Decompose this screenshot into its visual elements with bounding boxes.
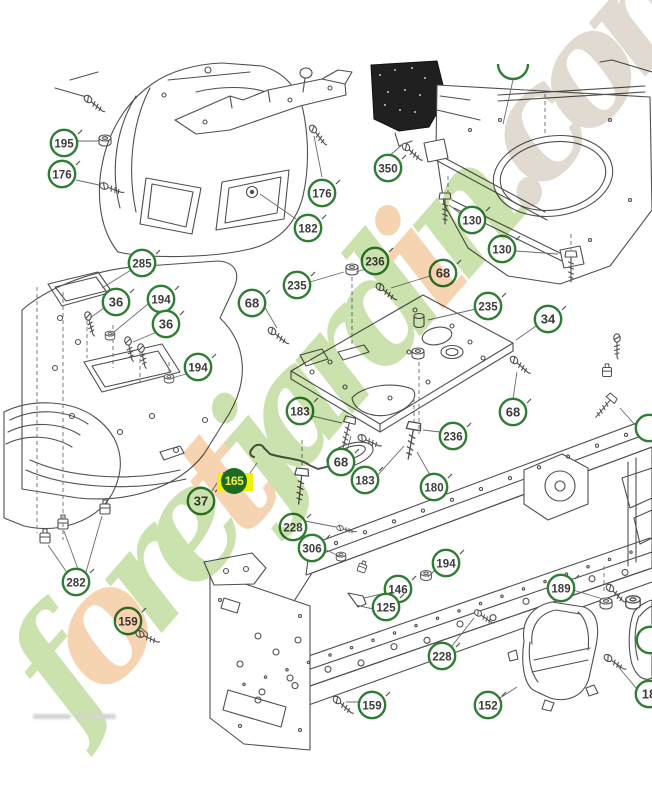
part-callout-68: 68 <box>237 288 271 318</box>
svg-text:68: 68 <box>245 295 259 310</box>
part-callout-306: 306 <box>297 533 331 563</box>
mounting-plate <box>290 294 514 469</box>
part-callout-partial-top <box>496 63 530 81</box>
svg-text:183: 183 <box>290 406 309 418</box>
fender-deck <box>3 260 243 529</box>
svg-text:194: 194 <box>436 558 456 570</box>
highlighted-callout-label: 165 <box>224 474 244 488</box>
part-callout-183: 183 <box>350 465 384 495</box>
svg-text:152: 152 <box>478 700 497 712</box>
part-callout-68: 68 <box>326 447 360 477</box>
part-callout-152: 152 <box>473 690 507 720</box>
svg-text:228: 228 <box>283 522 303 534</box>
part-callout-176: 176 <box>47 159 81 189</box>
svg-text:195: 195 <box>54 138 74 150</box>
svg-text:194: 194 <box>151 294 171 306</box>
svg-text:130: 130 <box>462 215 481 227</box>
svg-text:159: 159 <box>118 616 137 628</box>
part-callout-282: 282 <box>61 567 95 597</box>
part-callout-176: 176 <box>307 178 341 208</box>
grille-panel <box>370 60 447 147</box>
part-callout-159: 159 <box>357 690 391 720</box>
svg-text:176: 176 <box>312 188 331 200</box>
frame-holes <box>242 432 633 696</box>
part-callout-235: 235 <box>282 270 316 300</box>
svg-text:36: 36 <box>109 294 123 309</box>
svg-text:18: 18 <box>642 686 652 701</box>
highlighted-callout-165: 165 <box>221 468 247 494</box>
dash-support-bracket <box>174 67 353 135</box>
svg-text:235: 235 <box>478 301 498 313</box>
part-callout-36: 36 <box>151 309 185 339</box>
svg-text:37: 37 <box>194 493 208 508</box>
svg-text:228: 228 <box>432 651 452 663</box>
svg-text:235: 235 <box>287 280 307 292</box>
part-callout-159: 159 <box>113 606 147 636</box>
svg-text:68: 68 <box>334 454 348 469</box>
part-callout-194: 194 <box>183 352 217 382</box>
svg-text:350: 350 <box>378 163 397 175</box>
svg-text:68: 68 <box>506 404 520 419</box>
part-callout-68: 68 <box>428 258 462 288</box>
svg-text:146: 146 <box>388 584 407 596</box>
svg-text:34: 34 <box>541 311 556 326</box>
part-callout-36: 36 <box>101 287 135 317</box>
svg-text:68: 68 <box>436 265 450 280</box>
svg-text:125: 125 <box>376 602 396 614</box>
part-callout-189: 189 <box>546 573 580 603</box>
svg-text:180: 180 <box>424 482 443 494</box>
seat-deck-panel <box>423 59 652 285</box>
part-callout-125: 125 <box>371 592 405 622</box>
part-callout-68: 68 <box>498 397 532 427</box>
part-callout <box>634 413 652 443</box>
svg-text:176: 176 <box>52 169 71 181</box>
svg-text:159: 159 <box>362 700 381 712</box>
part-callout-130: 130 <box>457 205 491 235</box>
leader-lines <box>47 79 637 703</box>
footrest <box>507 599 652 712</box>
part-callout-285: 285 <box>127 248 161 278</box>
svg-text:183: 183 <box>355 475 374 487</box>
svg-text:236: 236 <box>365 256 384 268</box>
part-callout-37: 37 <box>186 486 220 516</box>
svg-text:194: 194 <box>188 362 208 374</box>
part-callout-235: 235 <box>473 291 507 321</box>
svg-text:285: 285 <box>132 258 152 270</box>
part-callout-236: 236 <box>360 246 394 276</box>
part-callout-182: 182 <box>293 213 327 243</box>
part-callout-194: 194 <box>146 284 180 314</box>
part-callout-183: 183 <box>285 396 319 426</box>
part-callout-195: 195 <box>49 128 83 158</box>
part-callout <box>635 625 652 655</box>
part-callout-34: 34 <box>533 304 567 334</box>
part-callout-236: 236 <box>438 421 472 451</box>
svg-text:130: 130 <box>492 244 511 256</box>
part-callout-350: 350 <box>373 153 407 183</box>
part-callout-180: 180 <box>419 472 453 502</box>
part-callout-194: 194 <box>431 548 465 578</box>
part-callout-228: 228 <box>278 512 312 542</box>
part-callout-130: 130 <box>487 234 521 264</box>
part-callout-228: 228 <box>427 641 461 671</box>
svg-text:236: 236 <box>443 431 462 443</box>
svg-text:36: 36 <box>159 316 173 331</box>
frame-assembly <box>203 417 652 751</box>
svg-text:306: 306 <box>302 543 321 555</box>
svg-text:282: 282 <box>66 577 85 589</box>
callout-layer: 195 176 285 36 194 36 194 176 182 350 130 130 236 235… <box>47 128 652 720</box>
svg-text:189: 189 <box>551 583 570 595</box>
dashed-guides <box>36 94 605 592</box>
svg-text:182: 182 <box>298 223 317 235</box>
linkage-rod-165 <box>249 443 331 471</box>
part-callout-18: 18 <box>634 679 652 709</box>
